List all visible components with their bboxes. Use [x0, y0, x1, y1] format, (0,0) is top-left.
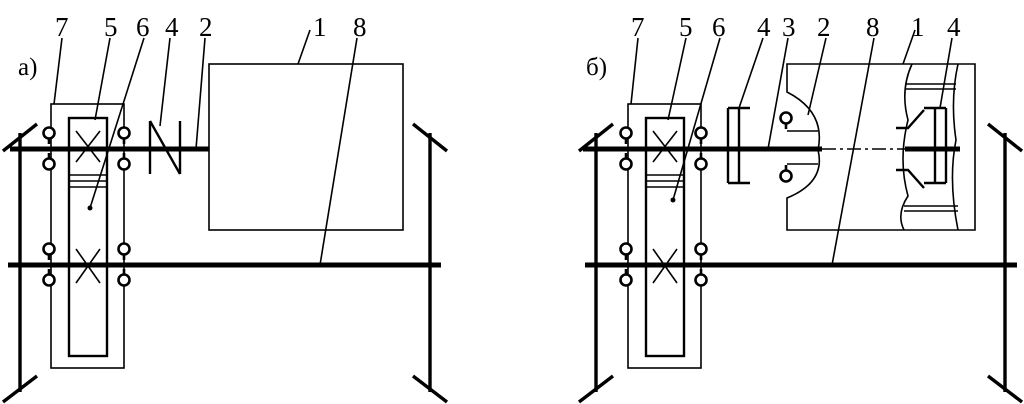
label-7-a: 7 — [55, 12, 69, 42]
label-8-a: 8 — [353, 12, 367, 42]
motor-b — [786, 63, 976, 231]
label-1-b: 1 — [911, 12, 925, 42]
label-6-b: 6 — [712, 12, 726, 42]
label-5-b: 5 — [679, 12, 693, 42]
label-2-b: 2 — [817, 12, 831, 42]
motor-a — [208, 63, 404, 231]
label-4b-b: 4 — [947, 12, 961, 42]
label-8-b: 8 — [866, 12, 880, 42]
gear-b — [644, 116, 686, 358]
label-2-a: 2 — [199, 12, 213, 42]
label-3-b: 3 — [782, 12, 796, 42]
panel-label-b: б) — [586, 54, 607, 81]
clutch-a — [148, 120, 182, 175]
label-7-b: 7 — [631, 12, 645, 42]
coupling-b — [726, 106, 750, 185]
panel-label-a: а) — [18, 54, 37, 81]
label-6-a: 6 — [136, 12, 150, 42]
coupling-inner-b — [896, 106, 948, 189]
gear-marks-b — [646, 130, 684, 284]
casing-a — [50, 103, 125, 369]
leaders-b — [630, 29, 953, 266]
leaders-a — [53, 29, 358, 266]
diagram-b: б) — [577, 12, 1024, 404]
diagram-a: а) — [1, 12, 449, 404]
casing-b — [627, 103, 702, 369]
label-1-a: 1 — [313, 12, 327, 42]
label-4-b: 4 — [757, 12, 771, 42]
gear-a — [67, 116, 109, 358]
label-5-a: 5 — [104, 12, 118, 42]
label-4-a: 4 — [165, 12, 179, 42]
